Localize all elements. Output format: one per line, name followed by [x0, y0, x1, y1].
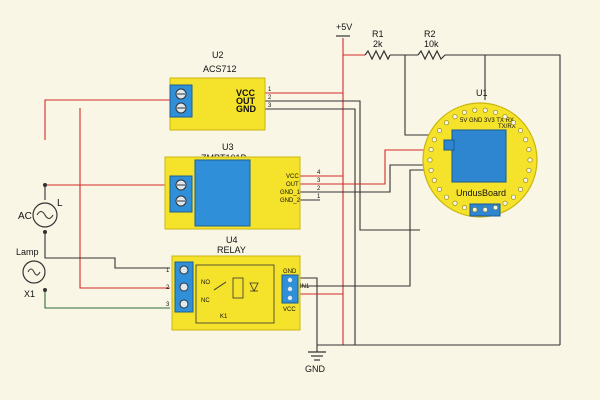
u2-pin-gnd: GND [236, 104, 257, 114]
wire-u2-gnd [265, 108, 356, 345]
u3-pin-out: OUT [286, 182, 299, 188]
u3-pin-gnd2: GND_2 [280, 198, 301, 204]
wire-r1r2-to-mcu [404, 55, 440, 136]
u2-part: ACS712 [203, 64, 237, 74]
board-pin [492, 205, 498, 211]
u4-term-3: 3 [166, 302, 170, 308]
board-pin [452, 200, 458, 206]
board-pin [510, 120, 516, 126]
board-pin [482, 207, 488, 213]
u1-side-pin: TX/RX [498, 124, 516, 130]
board-pin [492, 109, 498, 115]
board-pin [526, 167, 532, 173]
u3-pin-num-1: 1 [317, 194, 321, 200]
u3-pin-gnd1: GND_1 [280, 190, 301, 196]
module-u2-acs712: U2 ACS712 VCC OUT GND 1 2 3 [169, 50, 272, 131]
wire-ac-top [44, 99, 170, 140]
module-u4-relay: U4 RELAY 1 2 3 NO NC K1 GND IN1 VCC [166, 235, 310, 331]
board-pin [482, 107, 488, 113]
resistor-r1: R1 2k [364, 29, 391, 61]
lamp-label: Lamp [16, 247, 39, 257]
u2-pin-num-3: 3 [268, 103, 272, 109]
relay-pin-vcc: VCC [283, 307, 296, 313]
r2-value: 10k [424, 39, 439, 49]
board-pin [431, 137, 437, 143]
u3-ref: U3 [222, 142, 234, 152]
relay-contact-nc: NC [201, 298, 210, 304]
inductor-label: L [57, 198, 63, 209]
board-pin [517, 186, 523, 192]
wire-u3-gnd1 [300, 164, 440, 193]
u4-part: RELAY [217, 245, 246, 255]
u3-pin-num-2: 2 [317, 186, 321, 192]
wire-u2-out [265, 100, 420, 231]
board-pin [461, 109, 467, 115]
u4-ref: U4 [226, 235, 238, 245]
board-pin [472, 207, 478, 213]
board-pin [517, 128, 523, 134]
relay-coil: K1 [220, 314, 228, 320]
wire-u4-in1 [300, 169, 440, 287]
wire-r2-out [445, 54, 561, 345]
board-pin [523, 137, 529, 143]
wire-u4-gnd [300, 277, 318, 320]
ac-label: AC [18, 211, 32, 222]
board-pin-ring [427, 107, 533, 213]
board-pin [431, 177, 437, 183]
wire-u3-to-relay [44, 232, 170, 269]
lamp-ref: X1 [24, 289, 35, 299]
u2-pin-num-1: 1 [268, 87, 272, 93]
board-pin [510, 194, 516, 200]
board-pin [427, 157, 433, 163]
board-pin [502, 200, 508, 206]
vcc-symbol: +5V [336, 22, 352, 37]
board-pin [428, 167, 434, 173]
r1-name: R1 [372, 29, 384, 39]
board-pin [436, 128, 442, 134]
board-pin [443, 120, 449, 126]
vcc-label: +5V [336, 22, 352, 32]
u3-pin-num-4: 4 [317, 170, 321, 176]
relay-pin-in1: IN1 [300, 284, 310, 290]
u2-pin-num-2: 2 [268, 95, 272, 101]
u2-pin-vcc: VCC [236, 88, 256, 98]
u3-pin-vcc: VCC [286, 174, 299, 180]
wire-lamp-to-relay [44, 290, 170, 309]
board-pin [428, 147, 434, 153]
u4-term-2: 2 [166, 285, 170, 291]
relay-pin-gnd: GND [283, 269, 297, 275]
u2-ref: U2 [212, 50, 224, 60]
u1-board-name: UndusBoard [456, 188, 506, 198]
gnd-label: GND [305, 364, 326, 374]
u3-pin-num-3: 3 [317, 178, 321, 184]
r1-value: 2k [373, 39, 383, 49]
board-pin [461, 205, 467, 211]
board-u1: U1 5V GND 3V3 TX RX TX/RX UndusBoard [422, 88, 538, 218]
board-pin [436, 186, 442, 192]
board-pin [443, 194, 449, 200]
u1-top-pins: 5V GND 3V3 TX RX [460, 118, 514, 124]
board-pin [523, 177, 529, 183]
module-u3-zmpt101b: U3 ZMPT101B VCC OUT GND_1 GND_2 4 3 2 1 [164, 142, 321, 230]
lamp-x1: Lamp X1 [16, 247, 47, 299]
u4-term-1: 1 [166, 268, 170, 274]
resistor-r2: R2 10k [417, 29, 446, 61]
u1-ref: U1 [476, 88, 488, 98]
board-pin [526, 147, 532, 153]
r2-name: R2 [424, 29, 436, 39]
gnd-symbol: GND [305, 351, 326, 374]
wires [44, 38, 561, 352]
board-pin [472, 107, 478, 113]
relay-contact-no: NO [201, 280, 210, 286]
board-pin [452, 114, 458, 120]
wire-u2-to-relay [79, 108, 170, 289]
ac-source: AC L [18, 183, 63, 234]
board-pin [527, 157, 533, 163]
wire-u3-out [300, 149, 435, 185]
u2-pin-out: OUT [236, 96, 256, 106]
board-pin [502, 114, 508, 120]
